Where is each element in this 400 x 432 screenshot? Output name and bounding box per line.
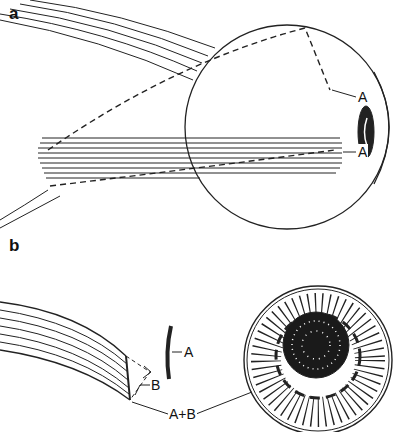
pupil — [283, 312, 349, 378]
part-label: B — [150, 377, 161, 393]
muscle-fibre — [10, 9, 202, 63]
eyeball-outline — [185, 25, 389, 229]
muscle-fibre — [30, 0, 215, 48]
muscle-fibre — [44, 173, 336, 174]
pupil-speckle — [302, 331, 330, 359]
limbus — [247, 289, 389, 431]
tendon-strip — [167, 326, 171, 379]
panel-letter: a — [8, 6, 19, 22]
muscle-fibre — [38, 158, 342, 159]
muscle-edge — [0, 350, 130, 400]
panel-a-art — [0, 0, 389, 229]
pupil-speckle — [292, 321, 340, 369]
eyeball-front — [244, 286, 392, 432]
leader-line — [135, 385, 150, 395]
muscle-fibre — [38, 148, 342, 149]
muscle-fibre — [0, 20, 193, 80]
part-label: A — [357, 89, 368, 105]
dashed-path — [48, 28, 330, 150]
leader-line — [132, 402, 168, 414]
muscle-fibre — [40, 143, 342, 144]
dashed-path — [50, 150, 335, 186]
dashed-path — [126, 356, 150, 400]
muscle-fibre — [0, 14, 197, 71]
cornea — [374, 72, 389, 184]
leader-line — [196, 392, 252, 414]
muscle-fibre — [0, 326, 128, 380]
iris-fibres — [266, 308, 370, 412]
part-label: A — [357, 144, 368, 160]
leader-line — [172, 352, 182, 353]
leader-line — [343, 152, 356, 153]
muscle-fibre — [0, 196, 60, 228]
muscle-fibre — [0, 190, 48, 220]
iris-highlight — [365, 118, 368, 146]
muscle-fibre — [42, 138, 340, 139]
panel-letter: b — [8, 238, 20, 254]
muscle-fibre — [40, 163, 342, 164]
muscle-cut-end — [126, 356, 130, 400]
muscle-fibre — [0, 342, 129, 394]
panel-b-art — [0, 286, 392, 432]
part-label: A+B — [168, 406, 197, 422]
muscle-fibre — [38, 153, 342, 154]
leader-line — [332, 90, 356, 97]
part-label: A — [183, 344, 194, 360]
